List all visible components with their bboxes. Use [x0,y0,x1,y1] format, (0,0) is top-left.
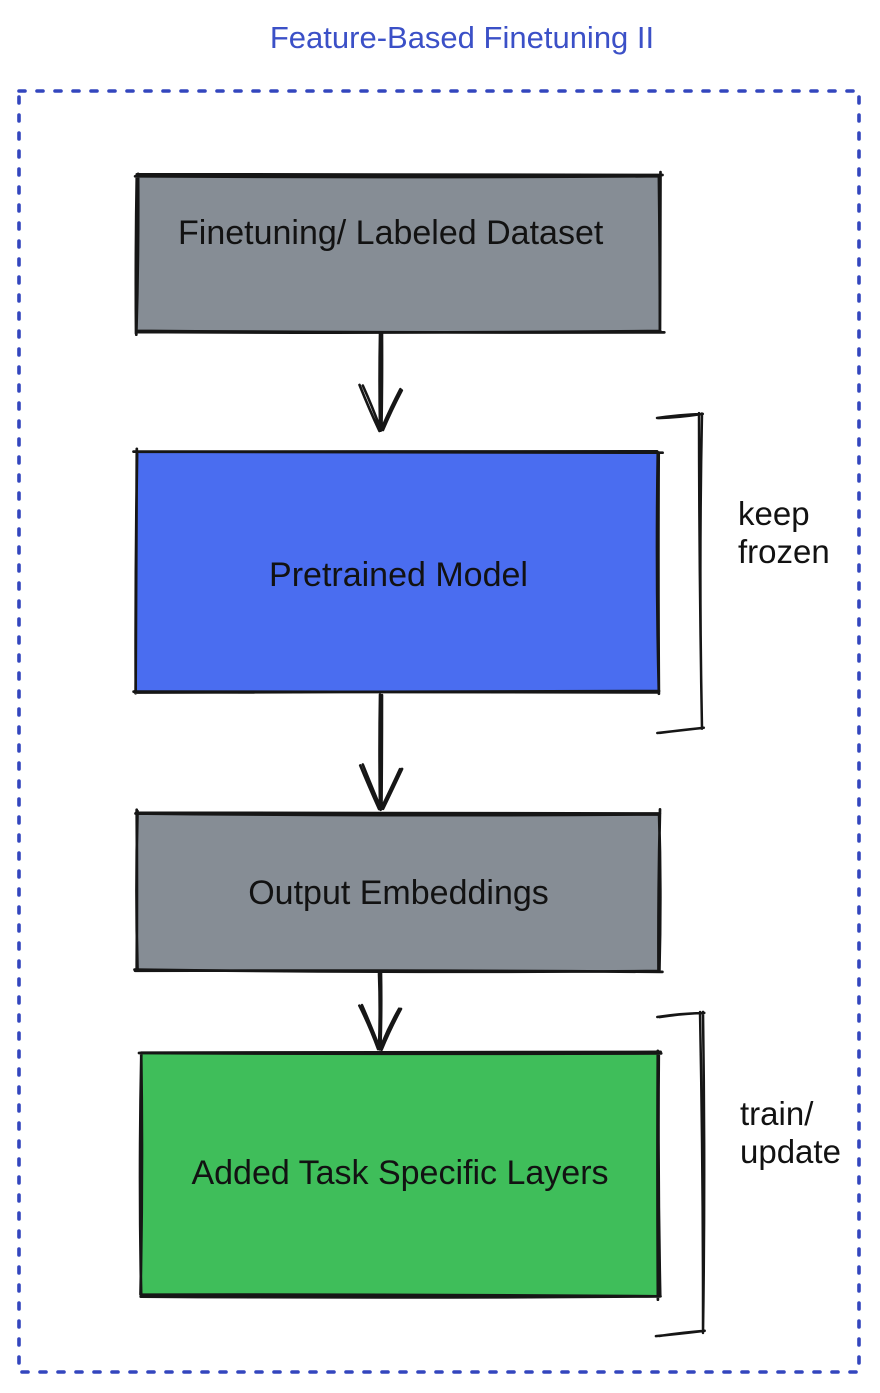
diagram-title: Feature-Based Finetuning II [269,20,655,55]
train-update-bracket-icon [654,1010,706,1338]
task-specific-layers-box [137,1049,663,1302]
train-update-label: train/ update [740,1095,841,1170]
dataset-box [133,170,666,337]
task-specific-layers-box-label: Added Task Specific Layers [191,1154,609,1192]
pretrained-model-box [132,447,664,696]
keep-frozen-bracket-icon [655,411,706,735]
pretrained-model-box-label: Pretrained Model [269,556,528,594]
arrow-down-3-icon [358,970,403,1052]
keep-frozen-label: keep frozen [738,495,830,570]
dashed-border [17,89,861,1374]
arrow-down-2-icon [358,693,404,812]
arrow-down-1-icon [358,332,404,433]
dataset-box-label: Finetuning/ Labeled Dataset [178,214,604,252]
output-embeddings-box-label: Output Embeddings [248,874,549,912]
output-embeddings-box [133,807,664,974]
